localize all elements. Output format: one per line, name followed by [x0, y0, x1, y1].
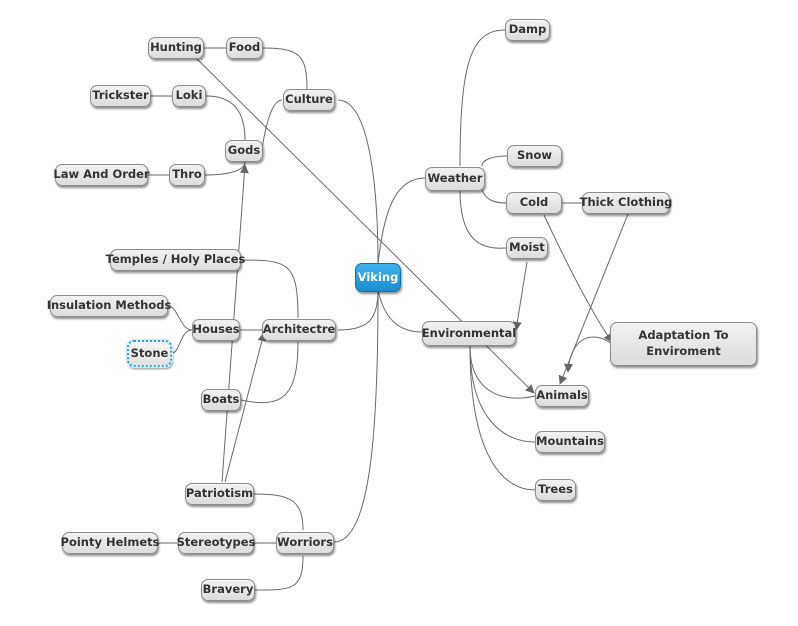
link-weather-damp	[459, 29, 506, 167]
link-houses-stone	[171, 329, 193, 354]
link-culture-food	[261, 47, 308, 91]
topic-architecture[interactable]: Architectre	[262, 319, 336, 341]
link-houses-insulation	[167, 305, 193, 331]
topic-patriotism[interactable]: Patriotism	[185, 483, 254, 505]
link-viking-weather	[377, 177, 426, 266]
link-viking-culture	[337, 99, 379, 266]
link-weather-cold	[481, 189, 507, 204]
topic-trees[interactable]: Trees	[535, 479, 576, 501]
topic-temples-holy-places[interactable]: Temples / Holy Places	[106, 249, 245, 271]
topic-loki[interactable]: Loki	[172, 85, 206, 107]
relationship-cold-adaptation	[543, 214, 613, 343]
topic-hunting[interactable]: Hunting	[148, 37, 204, 59]
topic-thro[interactable]: Thro	[169, 164, 205, 186]
link-viking-environmental	[377, 289, 423, 333]
link-viking-architecture	[337, 289, 379, 331]
link-culture-gods	[261, 99, 283, 151]
topic-law-and-order[interactable]: Law And Order	[53, 164, 150, 186]
link-architecture-temples	[240, 259, 299, 319]
topic-thick-clothing[interactable]: Thick Clothing	[580, 192, 672, 214]
link-worriors-patriotism	[253, 493, 304, 531]
relationship-adaptation-animals	[564, 336, 613, 373]
topic-food[interactable]: Food	[226, 37, 263, 59]
topic-bravery[interactable]: Bravery	[201, 579, 255, 601]
link-env-trees	[469, 345, 536, 491]
link-worriors-bravery	[254, 555, 304, 591]
topic-stone-selected[interactable]: Stone	[127, 340, 172, 367]
topic-insulation-methods[interactable]: Insulation Methods	[47, 295, 171, 317]
topic-houses[interactable]: Houses	[192, 319, 240, 341]
link-gods-thro	[204, 161, 246, 176]
link-weather-snow	[481, 155, 508, 167]
topic-worriors[interactable]: Worriors	[276, 532, 334, 554]
topic-environmental[interactable]: Environmental	[422, 321, 516, 346]
central-topic-viking[interactable]: Viking	[355, 263, 401, 292]
link-viking-worriors	[333, 291, 379, 543]
topic-moist[interactable]: Moist	[506, 237, 548, 259]
link-env-animals	[469, 345, 536, 399]
topic-snow[interactable]: Snow	[507, 145, 562, 167]
topic-trickster[interactable]: Trickster	[90, 85, 151, 107]
topic-boats[interactable]: Boats	[201, 389, 241, 411]
link-env-mountains	[469, 345, 536, 443]
topic-gods[interactable]: Gods	[225, 140, 263, 162]
topic-damp[interactable]: Damp	[505, 19, 550, 41]
topic-cold[interactable]: Cold	[506, 192, 562, 214]
topic-animals[interactable]: Animals	[535, 385, 589, 407]
relationship-moist-environmental	[512, 261, 528, 331]
topic-stereotypes[interactable]: Stereotypes	[177, 532, 255, 554]
link-architecture-boats	[240, 341, 299, 404]
link-weather-moist	[459, 189, 507, 249]
link-gods-loki	[205, 95, 246, 141]
relationship-patriotism-architecture	[224, 332, 267, 483]
topic-culture[interactable]: Culture	[283, 89, 335, 111]
topic-weather[interactable]: Weather	[425, 167, 485, 191]
topic-adaptation-to-enviroment[interactable]: Adaptation To Enviroment	[610, 322, 757, 366]
topic-mountains[interactable]: Mountains	[535, 431, 605, 453]
topic-pointy-helmets[interactable]: Pointy Helmets	[61, 532, 159, 554]
